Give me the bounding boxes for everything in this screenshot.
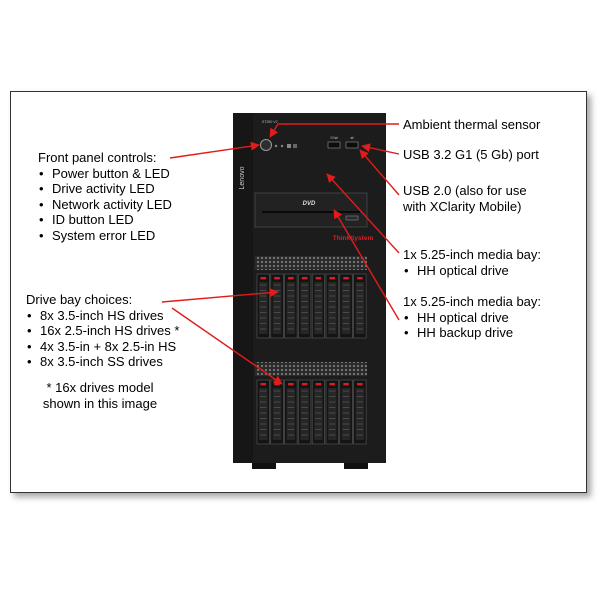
arrow-usb2 (359, 149, 400, 196)
footnote-line: * 16x drives model (46, 380, 154, 395)
id-button[interactable] (287, 144, 291, 148)
drive-bay-title: Drive bay choices: (26, 292, 133, 307)
drive-sled[interactable] (284, 379, 298, 445)
arrow-thermal-sensor (269, 123, 399, 138)
drive-sled[interactable] (339, 379, 353, 445)
front-panel-item: Drive activity LED (38, 181, 172, 197)
front-panel-title: Front panel controls: (38, 150, 157, 165)
usb2-port[interactable] (345, 141, 359, 149)
arrow-drive-bay-lower (171, 307, 283, 385)
media-bay-1-title: 1x 5.25-inch media bay: (403, 247, 542, 262)
drive-release-latch[interactable] (301, 277, 308, 280)
drive-release-latch[interactable] (288, 277, 294, 280)
dvd-logo: DVD (303, 201, 316, 207)
media-bay-2-title: 1x 5.25-inch media bay: (403, 294, 542, 309)
thinksystem-label: ThinkSystem (333, 235, 374, 242)
arrow-media-bay-1 (326, 173, 400, 254)
drive-sled[interactable] (256, 273, 270, 339)
thermal-sensor-label: Ambient thermal sensor (403, 117, 541, 132)
model-label: ST250 V2 (262, 120, 278, 124)
media-bay-1-label: 1x 5.25-inch media bay: HH optical drive (403, 247, 541, 278)
drive-sled[interactable] (270, 273, 284, 339)
drive-bay-item: 16x 2.5-inch HS drives * (26, 323, 179, 339)
drive-sled[interactable] (353, 379, 367, 445)
drive-sled[interactable] (311, 273, 326, 339)
drive-cage-upper (256, 273, 367, 339)
drive-release-latch[interactable] (343, 277, 349, 280)
drive-sled[interactable] (353, 273, 367, 339)
optical-eject-button[interactable] (345, 215, 359, 221)
usb2-line: with XClarity Mobile) (403, 198, 522, 214)
footnote-line: shown in this image (42, 395, 158, 411)
chassis-foot-left (252, 461, 276, 469)
drive-bay-item: 8x 3.5-inch SS drives (26, 354, 179, 370)
usb3-port-icon: SS⇄ (330, 135, 339, 140)
arrow-drive-bay-upper (161, 288, 279, 303)
drive-release-latch[interactable] (274, 383, 280, 386)
drive-release-latch[interactable] (315, 277, 322, 280)
media-bay-1-item: HH optical drive (403, 263, 541, 279)
drive-cage-lower (256, 379, 367, 445)
drive-sled[interactable] (270, 379, 284, 445)
drive-sled[interactable] (256, 379, 270, 445)
drive-release-latch[interactable] (357, 277, 363, 280)
media-bay-2-item: HH backup drive (403, 325, 541, 341)
footnote-label: * 16x drives model shown in this image (40, 380, 160, 411)
media-bay-2-label: 1x 5.25-inch media bay: HH optical drive… (403, 294, 541, 341)
drive-release-latch[interactable] (274, 277, 280, 280)
callout-arrows (161, 123, 400, 385)
arrow-usb3 (361, 143, 400, 155)
chassis-left-rail (233, 113, 253, 463)
usb2-line: USB 2.0 (also for use (403, 183, 527, 198)
front-panel-item: Power button & LED (38, 166, 172, 182)
power-button[interactable] (260, 139, 272, 151)
drive-release-latch[interactable] (329, 383, 336, 386)
drive-release-latch[interactable] (315, 383, 322, 386)
optical-drive-slot (262, 211, 360, 213)
drive-release-latch[interactable] (260, 383, 267, 386)
arrow-front-panel (169, 141, 260, 159)
drive-sled[interactable] (325, 379, 339, 445)
chassis-foot-right (344, 461, 368, 469)
drive-activity-led (274, 144, 278, 148)
front-panel-item: ID button LED (38, 212, 172, 228)
front-panel-label: Front panel controls: Power button & LED… (38, 150, 172, 243)
drive-cage-upper-vent (255, 256, 367, 270)
drive-bay-label: Drive bay choices: 8x 3.5-inch HS drives… (26, 292, 179, 370)
arrow-media-bay-2 (333, 209, 400, 321)
drive-release-latch[interactable] (260, 277, 267, 280)
drive-cage-lower-vent (255, 362, 367, 376)
drive-release-latch[interactable] (301, 383, 308, 386)
drive-release-latch[interactable] (357, 383, 363, 386)
media-bay-1 (254, 192, 368, 228)
front-panel-item: System error LED (38, 228, 172, 244)
usb2-label: USB 2.0 (also for use with XClarity Mobi… (403, 183, 527, 214)
drive-release-latch[interactable] (329, 277, 336, 280)
drive-bay-item: 8x 3.5-inch HS drives (26, 308, 179, 324)
drive-bay-item: 4x 3.5-in + 8x 2.5-in HS (26, 339, 179, 355)
brand-label: Lenovo (239, 166, 246, 189)
drive-sled[interactable] (325, 273, 339, 339)
network-activity-led (280, 144, 284, 148)
usb3-label: USB 3.2 G1 (5 Gb) port (403, 147, 539, 162)
drive-sled[interactable] (298, 273, 312, 339)
drive-release-latch[interactable] (288, 383, 294, 386)
drive-release-latch[interactable] (343, 383, 349, 386)
media-bay-2-item: HH optical drive (403, 310, 541, 326)
drive-sled[interactable] (311, 379, 326, 445)
front-panel-item: Network activity LED (38, 197, 172, 213)
usb2-port-icon: ⇄ (350, 135, 354, 140)
usb3-port[interactable] (327, 141, 341, 149)
drive-sled[interactable] (339, 273, 353, 339)
drive-sled[interactable] (284, 273, 298, 339)
system-error-led (293, 144, 297, 148)
drive-sled[interactable] (298, 379, 312, 445)
